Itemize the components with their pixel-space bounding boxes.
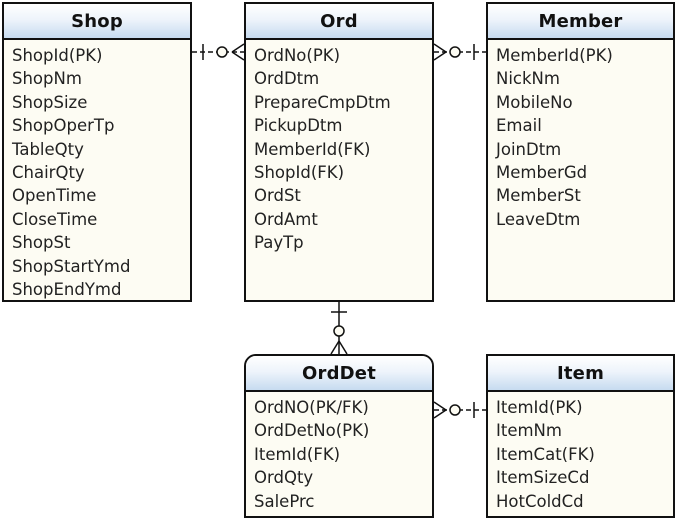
attribute: ShopSize [12,92,88,112]
attribute: ShopStartYmd [12,256,131,276]
attribute: HotColdCd [496,491,584,511]
attribute-list-orddet: OrdNO(PK/FK) OrdDetNo(PK) ItemId(FK) Ord… [246,392,432,513]
attribute: PrepareCmpDtm [254,92,391,112]
entity-ord[interactable]: Ord OrdNo(PK) OrdDtm PrepareCmpDtm Picku… [244,2,434,302]
attribute: OrdAmt [254,209,318,229]
entity-item[interactable]: Item ItemId(PK) ItemNm ItemCat(FK) ItemS… [486,354,675,518]
entity-shop[interactable]: Shop ShopId(PK) ShopNm ShopSize ShopOper… [2,2,192,302]
attribute: ChairQty [12,162,85,182]
attribute: ShopOperTp [12,116,115,136]
attribute: ShopId(PK) [12,46,103,65]
entity-title-ord: Ord [246,4,432,40]
attribute: OrdQty [254,468,314,488]
attribute: Email [496,116,542,136]
entity-title-item: Item [488,356,673,392]
attribute-list-ord: OrdNo(PK) OrdDtm PrepareCmpDtm PickupDtm… [246,40,432,255]
attribute-list-shop: ShopId(PK) ShopNm ShopSize ShopOperTp Ta… [4,40,190,300]
attribute: ItemId(PK) [496,398,583,417]
attribute: OrdNO(PK/FK) [254,398,369,417]
attribute: TableQty [12,139,84,159]
attribute: OpenTime [12,186,97,206]
attribute: PayTp [254,233,304,253]
attribute: ItemId(FK) [254,444,341,464]
attribute: OrdDetNo(PK) [254,421,370,441]
attribute: MemberSt [496,186,581,206]
relationship-shop-ord [192,43,245,61]
relationship-ord-orddet [330,302,348,355]
relationship-item-orddet [433,401,486,419]
attribute: PickupDtm [254,116,343,136]
attribute: OrdSt [254,186,301,206]
attribute: ShopEndYmd [12,279,122,299]
entity-orddet[interactable]: OrdDet OrdNO(PK/FK) OrdDetNo(PK) ItemId(… [244,354,434,518]
relationship-member-ord [433,43,486,61]
attribute: CloseTime [12,209,98,229]
entity-member[interactable]: Member MemberId(PK) NickNm MobileNo Emai… [486,2,675,302]
attribute: JoinDtm [496,139,562,159]
attribute: NickNm [496,69,560,89]
entity-title-orddet: OrdDet [246,356,432,392]
attribute: ItemNm [496,421,562,441]
entity-title-shop: Shop [4,4,190,40]
entity-title-member: Member [488,4,673,40]
attribute: MemberGd [496,162,588,182]
attribute: ShopId(FK) [254,162,345,182]
attribute: OrdNo(PK) [254,46,341,65]
attribute-list-member: MemberId(PK) NickNm MobileNo Email JoinD… [488,40,673,231]
attribute: OrdDtm [254,69,320,89]
attribute: ShopSt [12,233,71,253]
attribute: MemberId(FK) [254,139,371,159]
attribute: ItemCat(FK) [496,444,595,464]
attribute-list-item: ItemId(PK) ItemNm ItemCat(FK) ItemSizeCd… [488,392,673,513]
attribute: MemberId(PK) [496,46,613,65]
attribute: SalePrc [254,491,315,511]
attribute: LeaveDtm [496,209,581,229]
attribute: MobileNo [496,92,573,112]
attribute: ShopNm [12,69,82,89]
attribute: ItemSizeCd [496,468,590,488]
